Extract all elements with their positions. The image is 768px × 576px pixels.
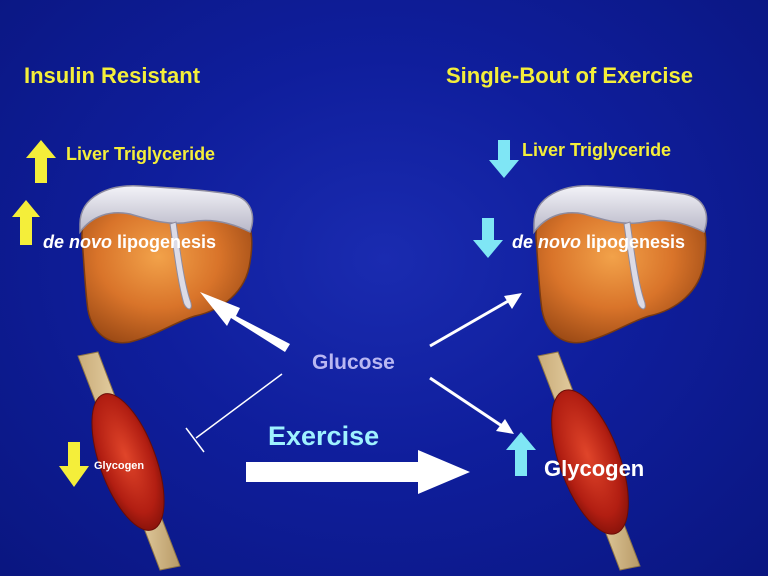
left-muscle-illustration: [77, 351, 181, 571]
right-liver-illustration: [533, 185, 708, 344]
up-arrow-icon: [506, 432, 536, 476]
up-arrow-icon: [26, 140, 56, 183]
right-muscle-illustration: [537, 351, 641, 571]
up-arrow-icon: [12, 200, 40, 245]
right-panel-title: Single-Bout of Exercise: [446, 63, 693, 88]
right-glycogen-label: Glycogen: [544, 456, 645, 481]
right-liver-ligament: [623, 221, 646, 310]
exercise-arrow: [246, 450, 470, 494]
right-dnl-label: de novo lipogenesis: [512, 232, 686, 252]
right-muscle-belly: [551, 389, 629, 535]
glucose-label: Glucose: [312, 351, 395, 374]
right-liver-capsule: [533, 185, 708, 235]
left-liver-triglyceride-label: Liver Triglyceride: [66, 144, 216, 164]
left-panel-title: Insulin Resistant: [24, 63, 201, 88]
glucose-to-right-muscle-arrow: [429, 376, 514, 434]
right-liver-triglyceride-label: Liver Triglyceride: [522, 140, 672, 160]
exercise-label: Exercise: [268, 421, 380, 451]
left-dnl-label: de novo lipogenesis: [43, 232, 217, 252]
left-liver-ligament: [169, 221, 192, 310]
left-liver-illustration: [79, 185, 254, 344]
glucose-inhibition-line: [185, 373, 283, 453]
left-muscle-belly: [91, 393, 165, 531]
down-arrow-icon: [473, 218, 503, 258]
left-glycogen-label: Glycogen: [94, 460, 145, 472]
glucose-to-right-liver-arrow: [429, 293, 522, 348]
down-arrow-icon: [59, 442, 89, 487]
left-liver-capsule: [79, 185, 254, 235]
glucose-to-left-liver-arrow: [200, 292, 290, 352]
down-arrow-icon: [489, 140, 519, 178]
